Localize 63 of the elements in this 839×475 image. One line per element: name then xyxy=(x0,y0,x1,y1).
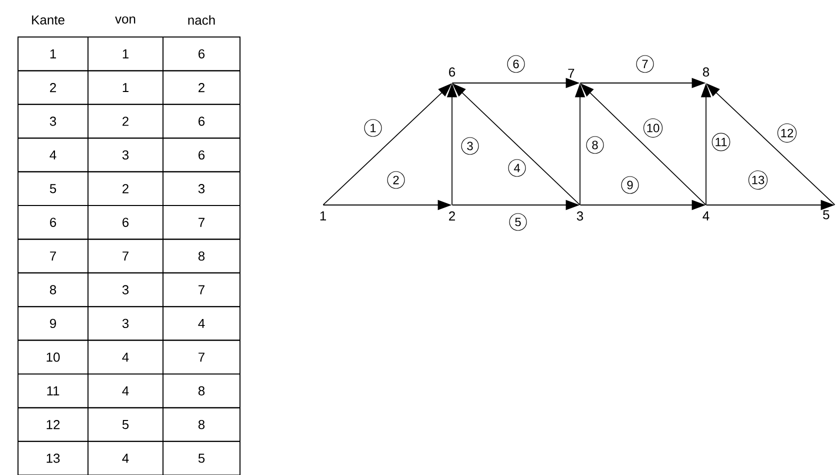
table-cell: 2 xyxy=(88,104,164,139)
edge-label: 10 xyxy=(643,118,663,138)
table-cell: 8 xyxy=(162,374,240,408)
vertex-label: 3 xyxy=(576,211,584,221)
vertex-label: 7 xyxy=(568,68,574,78)
vertex-label: 6 xyxy=(449,67,456,77)
edge-label: 9 xyxy=(621,176,639,194)
edge-label: 6 xyxy=(507,55,525,73)
edge-label: 12 xyxy=(777,123,797,143)
table-cell: 4 xyxy=(88,440,164,475)
edge-label: 7 xyxy=(636,55,654,73)
table-cell: 3 xyxy=(88,138,164,172)
table-cell: 1 xyxy=(88,70,164,105)
table-cell: 7 xyxy=(162,272,240,308)
table-cell: 5 xyxy=(162,440,240,475)
table-cell: 12 xyxy=(18,407,88,442)
table-cell: 3 xyxy=(18,104,88,139)
edge-label: 8 xyxy=(586,136,604,154)
table-cell: 5 xyxy=(88,407,164,442)
table-cell: 13 xyxy=(18,440,88,475)
table-cell: 8 xyxy=(162,238,240,274)
table-cell: 7 xyxy=(18,238,88,274)
table-cell: 7 xyxy=(88,238,164,274)
vertex-label: 8 xyxy=(702,67,710,77)
table-cell: 7 xyxy=(162,205,240,240)
column-header: Kante xyxy=(32,15,64,25)
table-cell: 8 xyxy=(18,272,88,308)
edge-label: 3 xyxy=(461,137,479,155)
table-cell: 4 xyxy=(88,340,164,374)
table-cell: 6 xyxy=(18,205,88,240)
vertex-label: 4 xyxy=(702,211,710,220)
table-cell: 4 xyxy=(88,374,164,408)
table-cell: 3 xyxy=(88,272,164,308)
table-cell: 1 xyxy=(18,36,88,72)
column-header: von xyxy=(115,16,136,24)
table-cell: 2 xyxy=(162,70,240,105)
vertex-label: 2 xyxy=(449,211,455,220)
edge-label: 4 xyxy=(508,159,526,177)
table-cell: 7 xyxy=(162,340,240,374)
edge-label: 11 xyxy=(712,132,730,152)
edge-label: 2 xyxy=(387,171,405,189)
table-cell: 1 xyxy=(88,36,164,72)
table-cell: 6 xyxy=(162,104,240,139)
table-cell: 5 xyxy=(18,171,88,206)
table-cell: 6 xyxy=(162,138,240,172)
column-header: nach xyxy=(188,15,215,25)
table-cell: 3 xyxy=(162,171,240,206)
table-cell: 3 xyxy=(88,306,164,341)
edge-label: 13 xyxy=(748,170,768,190)
vertex-label: 5 xyxy=(823,210,830,220)
table-cell: 8 xyxy=(162,407,240,442)
table-cell: 6 xyxy=(162,36,240,72)
table-cell: 2 xyxy=(88,171,164,206)
table-cell: 9 xyxy=(18,306,88,341)
edge-label: 5 xyxy=(509,213,527,231)
table-cell: 4 xyxy=(18,138,88,172)
table-cell: 6 xyxy=(88,205,164,240)
table-cell: 4 xyxy=(162,306,240,341)
edge-label: 1 xyxy=(364,119,382,137)
table-cell: 10 xyxy=(18,340,88,374)
table-cell: 11 xyxy=(18,374,88,408)
table-cell: 2 xyxy=(18,70,88,105)
vertex-label: 1 xyxy=(320,211,326,220)
